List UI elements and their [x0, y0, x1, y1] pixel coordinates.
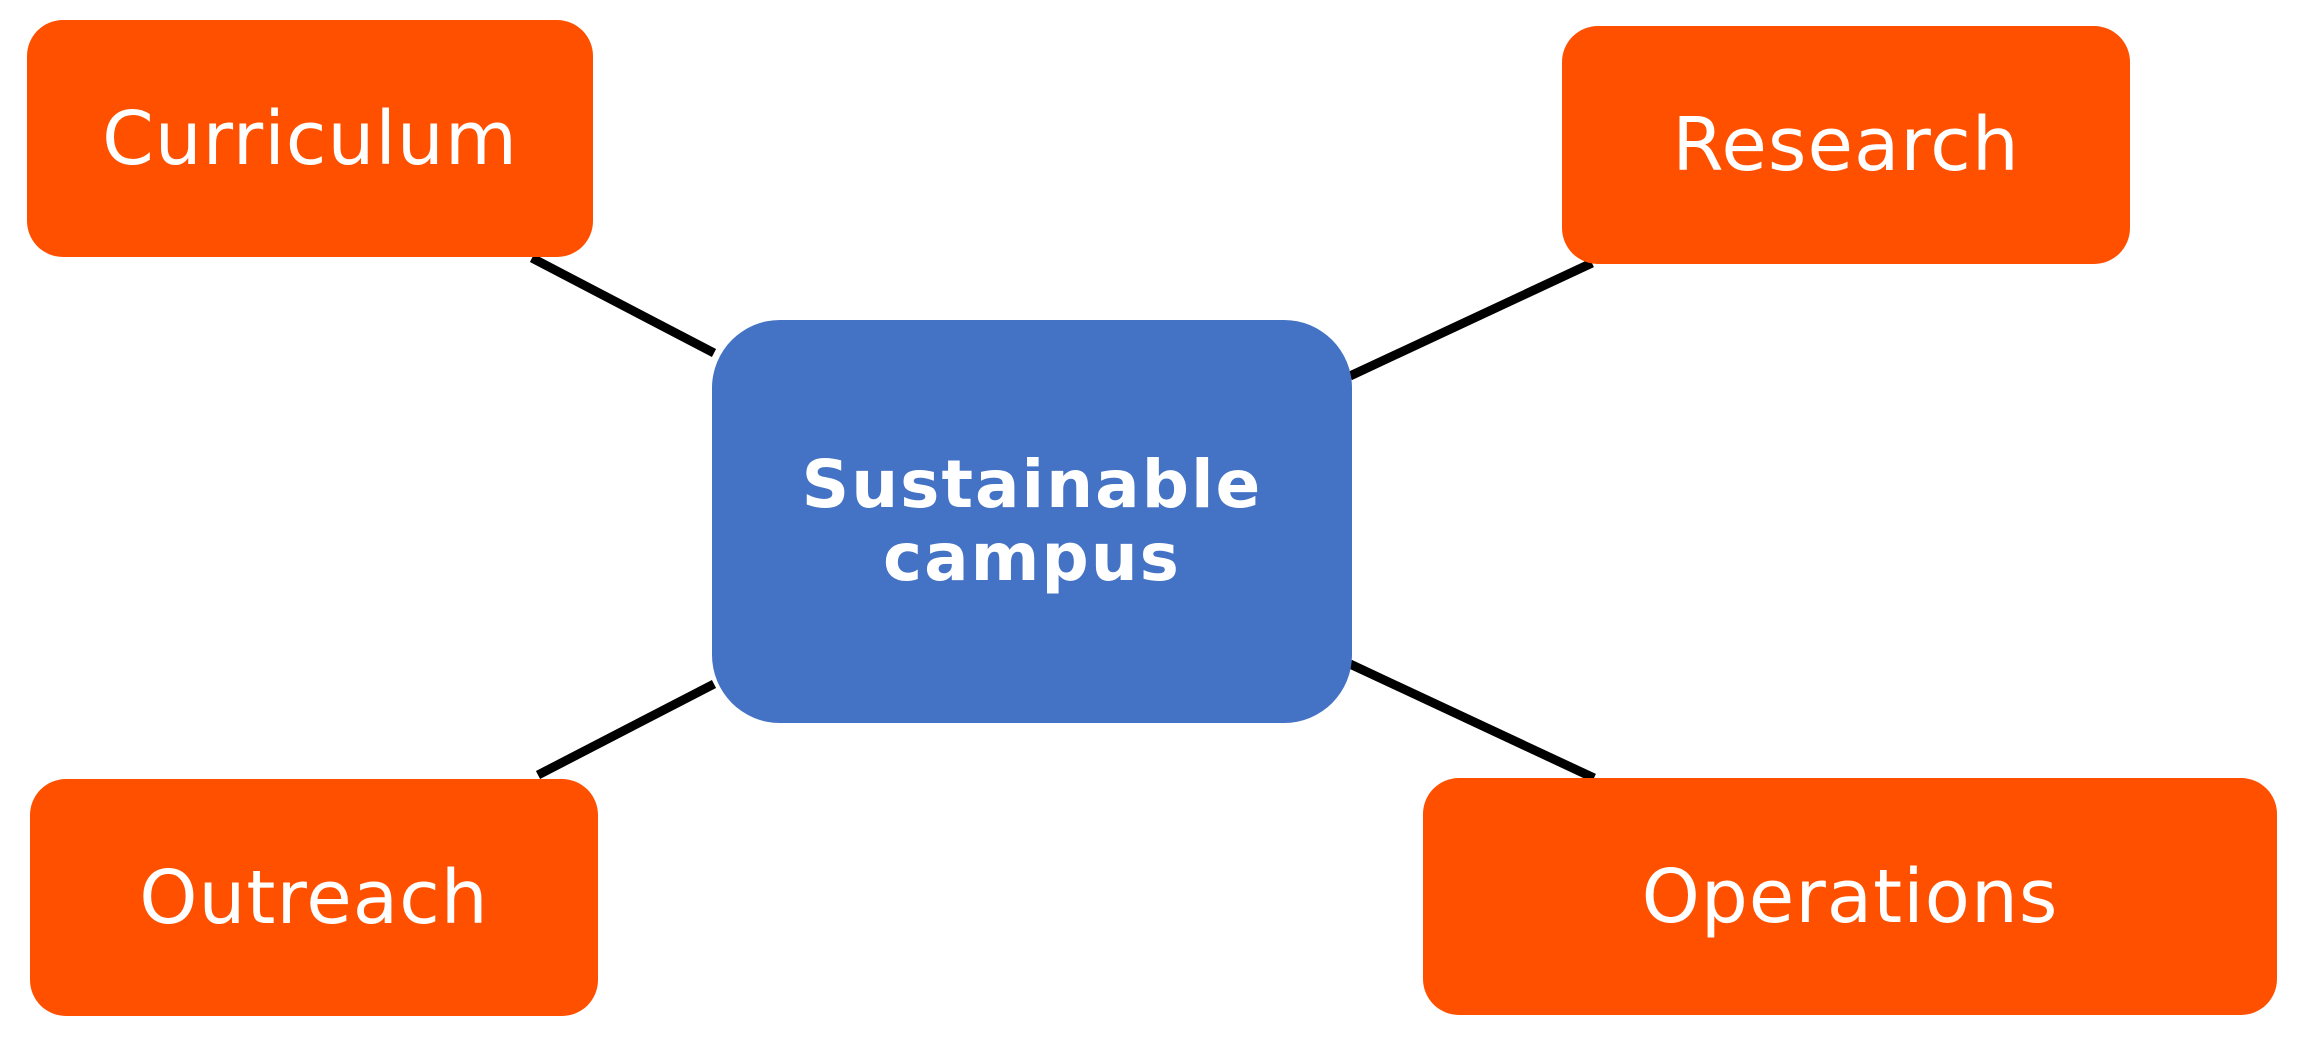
node-operations-label: Operations — [1641, 853, 2059, 940]
node-outreach: Outreach — [30, 779, 598, 1016]
connector-research — [1348, 258, 1594, 381]
node-research-label: Research — [1672, 102, 2020, 188]
node-center-sustainable-campus: Sustainable campus — [712, 320, 1352, 723]
node-operations: Operations — [1423, 778, 2277, 1015]
node-curriculum-label: Curriculum — [102, 95, 518, 182]
connector-curriculum — [529, 254, 717, 357]
node-curriculum: Curriculum — [27, 20, 593, 257]
node-center-label: Sustainable campus — [801, 445, 1263, 596]
node-outreach-label: Outreach — [139, 854, 489, 941]
connector-operations — [1348, 659, 1596, 783]
node-research: Research — [1562, 26, 2130, 264]
connector-outreach — [535, 680, 717, 779]
